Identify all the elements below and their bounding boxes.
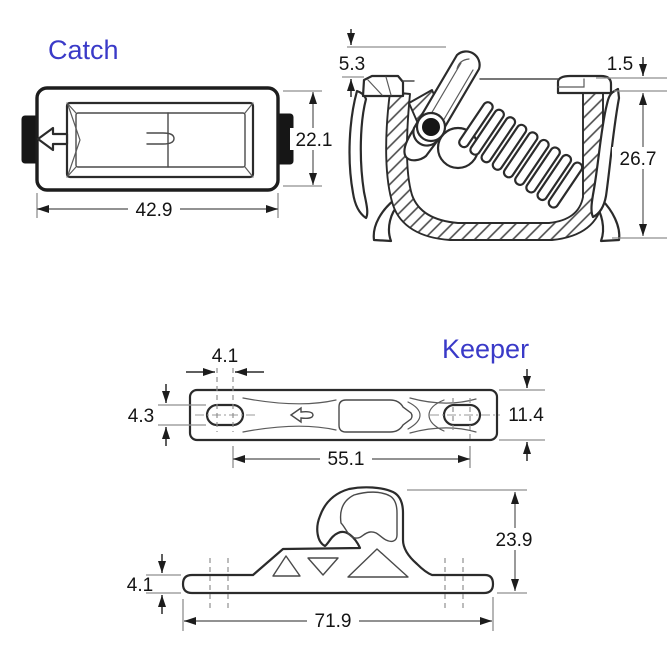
keeper-plate-thickness-dim: 4.1 [127, 575, 153, 596]
catch-width-dim: 42.9 [136, 200, 173, 221]
catch-left-bevel-wedge [67, 104, 81, 176]
catch-lever-height-dim: 5.3 [339, 54, 365, 75]
snap-leg-left [348, 89, 369, 220]
keeper-hook-plateau [338, 399, 413, 433]
catch-front-view: 22.1 42.9 [21, 86, 338, 221]
coil-spring [458, 101, 584, 209]
flange-left [361, 74, 405, 98]
catch-recess [75, 112, 246, 168]
keeper-cutout-triangle-3 [347, 548, 409, 578]
keeper-side-view: 4.1 23.9 71.9 [127, 486, 540, 632]
keeper-hook-height-dim: 23.9 [496, 530, 533, 551]
catch-latch-tongue [146, 132, 175, 145]
keeper-length-dim: 71.9 [315, 611, 352, 632]
catch-view-label: Catch [48, 35, 119, 65]
keeper-cutout-triangle-2 [307, 557, 339, 576]
shell-flare-left [372, 198, 400, 243]
keeper-side-silhouette [181, 486, 495, 595]
keeper-plate-outline [188, 388, 499, 442]
catch-depth-dim: 26.7 [620, 149, 657, 170]
catch-height-dim: 22.1 [296, 130, 333, 151]
keeper-hook-inner-contour [339, 491, 398, 543]
keeper-slot-width-dim: 4.1 [212, 346, 238, 367]
pivot-pin [422, 118, 440, 136]
release-direction-arrow-icon [36, 126, 69, 152]
snap-leg-right [590, 87, 621, 219]
catch-section-view: 5.3 1.5 26.7 [339, 29, 667, 243]
keeper-arrow-cutout-icon [289, 406, 314, 424]
keeper-view-label: Keeper [442, 334, 529, 364]
catch-rim-thickness-dim: 1.5 [607, 54, 633, 75]
keeper-top-view: 4.1 4.3 11.4 55.1 [128, 346, 545, 470]
catch-inner-frame [65, 101, 255, 179]
keeper-slot-spacing-dim: 55.1 [328, 449, 365, 470]
keeper-cutout-triangle-1 [272, 555, 301, 577]
keeper-slot-length-dim: 4.3 [128, 406, 154, 427]
keeper-plate-width-dim: 11.4 [508, 405, 544, 426]
